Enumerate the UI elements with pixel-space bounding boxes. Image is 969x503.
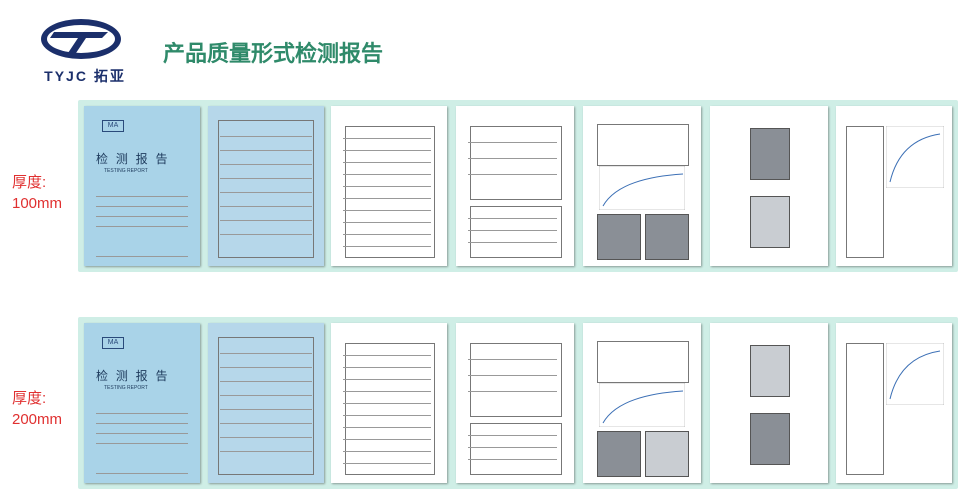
row-label-line1: 厚度:	[12, 174, 47, 191]
ma-badge: MA	[102, 120, 124, 132]
report-curve-photo-page	[583, 323, 701, 483]
report-results-page-2	[456, 323, 574, 483]
cover-heading: 检 测 报 告	[96, 152, 170, 166]
report-strip-200mm: MA 检 测 报 告 TESTING REPORT	[78, 317, 958, 489]
row-label-line2: 100mm	[12, 195, 63, 212]
report-photo-page	[710, 323, 828, 483]
report-info-page	[208, 106, 324, 266]
logo-text: TYJC 拓亚	[44, 68, 126, 84]
page-title: 产品质量形式检测报告	[163, 42, 384, 67]
report-results-page-1	[331, 106, 447, 266]
report-strip-100mm: MA 检 测 报 告 TESTING REPORT	[78, 100, 958, 272]
report-cover-page: MA 检 测 报 告 TESTING REPORT	[84, 323, 200, 483]
row-label-100mm: 厚度: 100mm	[12, 172, 62, 214]
report-photo-page	[710, 106, 828, 266]
cover-subheading: TESTING REPORT	[104, 385, 148, 391]
row-label-line1: 厚度:	[12, 390, 47, 407]
logo-emblem-icon	[41, 19, 121, 59]
report-curve-photo-page	[583, 106, 701, 266]
report-results-page-2	[456, 106, 574, 266]
row-label-line2: 200mm	[12, 411, 63, 428]
test-curve-icon	[599, 166, 685, 210]
report-results-page-1	[331, 323, 447, 483]
data-chart-icon	[886, 126, 944, 188]
company-logo: TYJC 拓亚	[30, 14, 130, 84]
report-info-page	[208, 323, 324, 483]
report-data-chart-page	[836, 106, 952, 266]
row-label-200mm: 厚度: 200mm	[12, 388, 62, 430]
cover-heading: 检 测 报 告	[96, 369, 170, 383]
cover-subheading: TESTING REPORT	[104, 168, 148, 174]
report-cover-page: MA 检 测 报 告 TESTING REPORT	[84, 106, 200, 266]
report-data-chart-page	[836, 323, 952, 483]
data-chart-icon	[886, 343, 944, 405]
test-curve-icon	[599, 383, 685, 427]
ma-badge: MA	[102, 337, 124, 349]
